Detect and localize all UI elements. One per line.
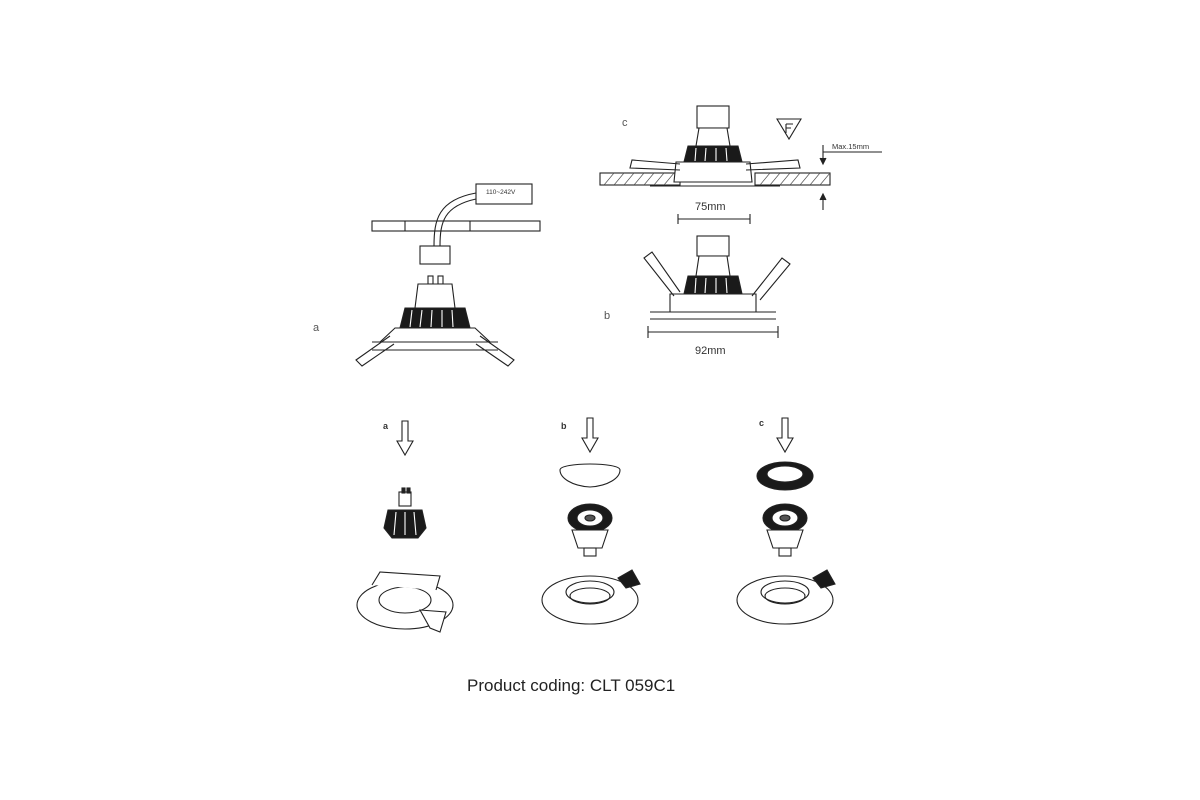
transformer-box [475, 183, 533, 205]
step-b-label: b [561, 421, 567, 431]
figure-a [355, 183, 541, 367]
step-c-label: c [759, 418, 765, 428]
arrow-down-icon [396, 420, 414, 457]
inner-diameter-label: 75mm [695, 201, 726, 213]
max-thickness-label: Max.15mm [832, 142, 870, 151]
label-c: c [622, 117, 628, 129]
arrow-down-icon [581, 417, 599, 454]
step-c-parts [736, 461, 836, 625]
step-arrows [396, 417, 794, 457]
heatsink-b [683, 275, 743, 295]
voltage-label: 110~242V [486, 189, 516, 196]
label-a: a [313, 322, 320, 334]
ceiling-panel-a [371, 220, 541, 232]
heatsink-c [683, 145, 743, 163]
outer-diameter-label: 92mm [695, 345, 726, 357]
step-a-parts [356, 487, 454, 633]
figure-b [643, 235, 791, 338]
step-b-parts [541, 463, 641, 625]
f-mark-triangle-icon [776, 118, 802, 141]
arrow-down-icon [776, 417, 794, 454]
spring-ring-b [559, 463, 621, 488]
label-b: b [604, 310, 611, 322]
step-a-label: a [383, 421, 389, 431]
product-code-caption: Product coding: CLT 059C1 [467, 676, 676, 695]
figure-c [599, 105, 882, 224]
connector-block [419, 245, 451, 265]
